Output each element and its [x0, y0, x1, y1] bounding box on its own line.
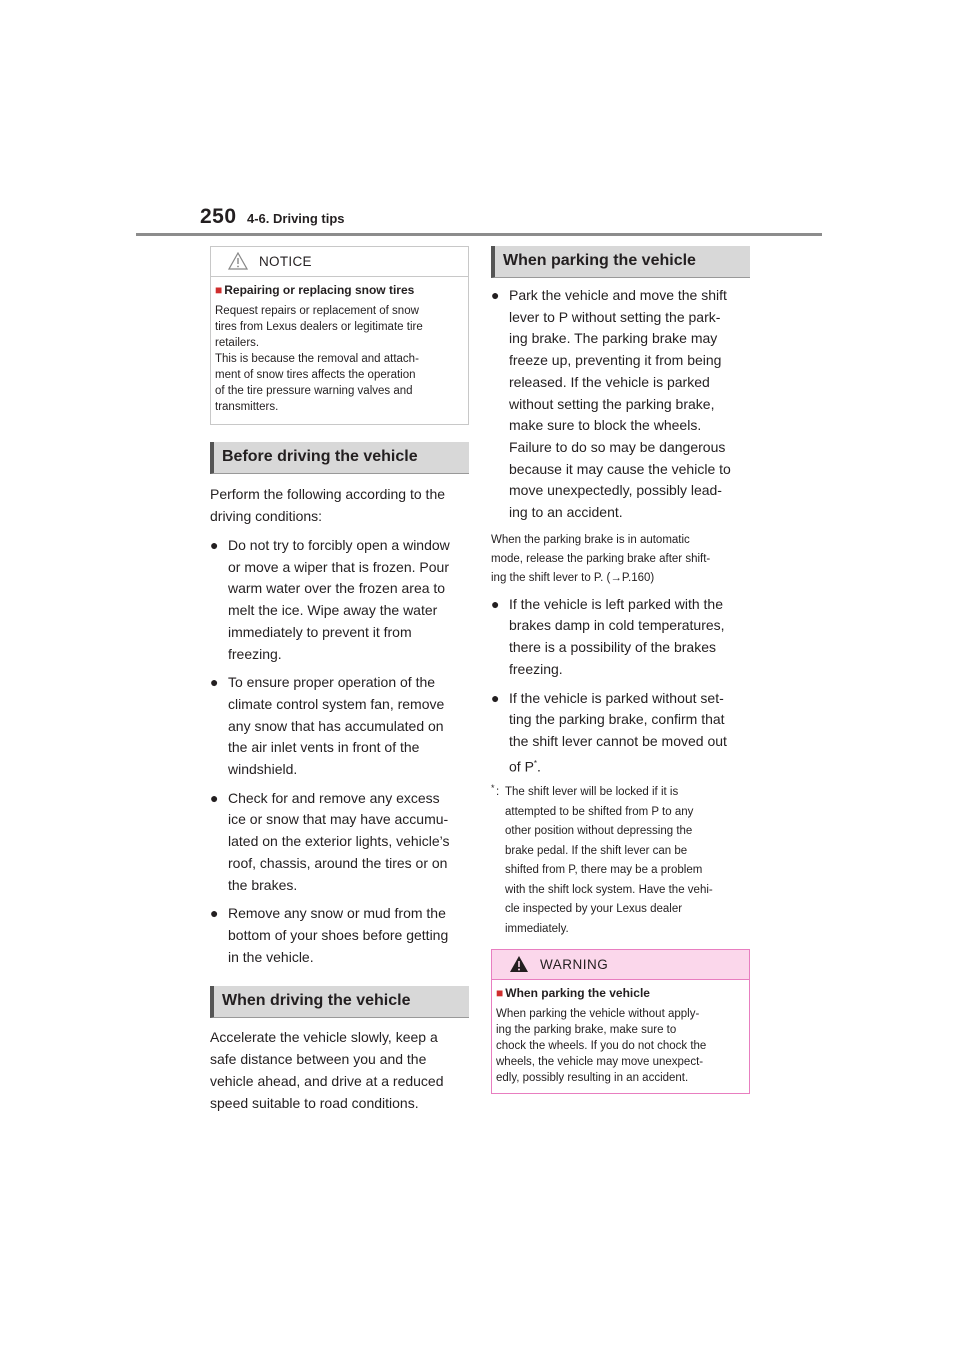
warning-box: WARNING ■When parking the vehicle When p… — [491, 949, 750, 1095]
before-driving-heading: Before driving the vehicle — [210, 442, 469, 474]
warning-text: When parking the vehicle without apply- … — [496, 1008, 707, 1085]
warning-title: WARNING — [540, 957, 609, 973]
caution-triangle-icon — [227, 251, 249, 275]
footnote: *: The shift lever will be locked if it … — [491, 783, 713, 935]
notice-box: NOTICE ■Repairing or replacing snow tire… — [210, 246, 469, 425]
when-parking-heading: When parking the vehicle — [491, 246, 750, 278]
notice-subheading: ■Repairing or replacing snow tires — [215, 283, 415, 297]
warning-subheading: ■When parking the vehicle — [496, 986, 650, 1001]
when-parking-list-2: ● If the vehicle is left parked with the… — [491, 594, 750, 778]
header-rule — [136, 233, 822, 236]
notice-text: Request repairs or replacement of snow t… — [215, 305, 423, 413]
warning-header: WARNING — [492, 950, 749, 981]
square-bullet-icon: ■ — [496, 986, 504, 1001]
square-bullet-icon: ■ — [215, 283, 223, 297]
bullet-icon: ● — [210, 674, 219, 691]
left-column: NOTICE ■Repairing or replacing snow tire… — [210, 246, 469, 1114]
list-item: ● If the vehicle is parked without set-t… — [491, 689, 727, 775]
bullet-icon: ● — [210, 905, 219, 922]
bullet-icon: ● — [210, 537, 219, 553]
section-title: 4-6. Driving tips — [247, 211, 345, 226]
bullet-icon: ● — [210, 789, 219, 806]
page-number: 250 — [200, 205, 237, 228]
bullet-icon: ● — [491, 287, 500, 303]
bullet-icon: ● — [491, 595, 500, 612]
list-item: ● If the vehicle is left parked with the… — [491, 595, 725, 677]
notice-header: NOTICE — [211, 247, 468, 277]
right-column: When parking the vehicle ● Park the vehi… — [491, 246, 750, 1095]
when-driving-heading: When driving the vehicle — [210, 986, 469, 1019]
notice-title: NOTICE — [259, 254, 312, 269]
bullet-icon: ● — [491, 689, 500, 706]
warning-triangle-icon — [509, 955, 529, 978]
